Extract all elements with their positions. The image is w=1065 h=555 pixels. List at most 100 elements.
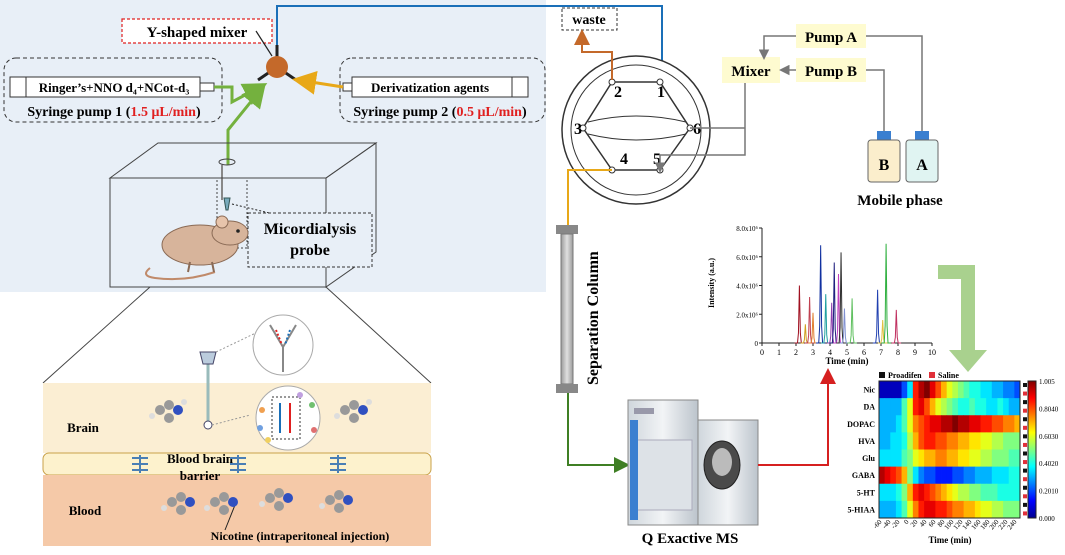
heatmap-x-tick-label: 60 — [927, 518, 938, 529]
heatmap-cell — [986, 500, 993, 519]
heatmap-cell — [980, 432, 987, 450]
mixer-label: Mixer — [731, 64, 770, 80]
blood-label: Blood — [69, 503, 102, 518]
heatmap-cell — [997, 381, 1004, 399]
brain-label: Brain — [67, 420, 100, 435]
heatmap-cell — [912, 500, 919, 519]
legend-swatch-proadifen — [879, 372, 885, 378]
heatmap-cell — [941, 500, 948, 519]
green-arrow-icon — [938, 265, 987, 372]
colorbar-tick-label: 0.4020 — [1039, 460, 1059, 468]
heatmap-cell — [974, 449, 981, 468]
heatmap-cell — [1014, 500, 1021, 519]
heatmap-cell — [884, 483, 891, 502]
flow-mixer-to-port5 — [654, 128, 746, 173]
heatmap-cell — [912, 381, 919, 399]
heatmap-group-marker — [1023, 451, 1027, 456]
heatmap-cell — [1014, 415, 1021, 433]
heatmap-cell — [969, 415, 976, 433]
heatmap-cell — [918, 381, 925, 399]
chrom-x-tick-label: 3 — [811, 348, 815, 357]
heatmap-cell — [1003, 415, 1010, 433]
heatmap-row-label: 5-HT — [857, 488, 876, 497]
heatmap-cell — [929, 466, 936, 485]
chrom-x-tick-label: 1 — [777, 348, 781, 357]
zoom-line-left — [42, 286, 151, 384]
syringe-1-content: Ringer’s+NNO d₄+NCot-d₃ — [39, 80, 190, 95]
heatmap-cell — [946, 449, 953, 468]
chrom-xlabel: Time (min) — [825, 356, 868, 366]
heatmap-cell — [952, 449, 959, 468]
heatmap-cell — [980, 398, 987, 416]
heatmap-cell — [1014, 432, 1021, 450]
heatmap-cell — [895, 483, 902, 502]
heatmap-x-tick-label: -20 — [889, 518, 901, 531]
colorbar-tick-label: 0.6030 — [1039, 433, 1059, 441]
heatmap-cell — [1008, 500, 1015, 519]
chrom-x-tick-label: 7 — [879, 348, 883, 357]
flow-probe-to-mixer — [226, 83, 266, 165]
heatmap-cell — [901, 500, 908, 519]
waste-box — [561, 7, 618, 31]
heatmap-cell — [890, 381, 897, 399]
heatmap-group-marker — [1023, 460, 1027, 465]
valve-port-3: 3 — [574, 121, 582, 138]
heatmap-cell — [986, 483, 993, 502]
heatmap-cell — [918, 483, 925, 502]
heatmap-cell — [941, 466, 948, 485]
heatmap-cell — [884, 500, 891, 519]
heatmap-cell — [941, 381, 948, 399]
heatmap-cell — [991, 432, 998, 450]
nicotine-pointer — [224, 504, 236, 531]
heatmap-x-tick-label: 0 — [902, 518, 911, 526]
heatmap-cell — [929, 500, 936, 519]
heatmap-cell — [991, 449, 998, 468]
heatmap-cell — [1003, 398, 1010, 416]
heatmap-cell — [935, 466, 942, 485]
heatmap-cell — [912, 466, 919, 485]
heatmap-cell — [935, 398, 942, 416]
heatmap-cell — [957, 466, 964, 485]
flow-ms-to-chart — [758, 368, 836, 466]
heatmap-cell — [879, 432, 886, 450]
heatmap-cell — [974, 500, 981, 519]
colorbar-tick-label: 1.005 — [1039, 378, 1055, 386]
flow-syringe2-to-mixer — [292, 70, 344, 95]
heatmap-cell — [890, 449, 897, 468]
heatmap-cell — [963, 500, 970, 519]
heatmap-group-marker — [1023, 383, 1027, 387]
heatmap-cell — [991, 381, 998, 399]
legend-proadifen: Proadifen — [888, 371, 922, 380]
chrom-y-tick-label: 8.0x10⁶ — [736, 225, 758, 233]
heatmap-cell — [935, 432, 942, 450]
heatmap-cell — [941, 432, 948, 450]
heatmap-cell — [952, 483, 959, 502]
heatmap-cell — [986, 381, 993, 399]
heatmap-cell — [895, 466, 902, 485]
heatmap-cell — [901, 432, 908, 450]
heatmap-cell — [963, 381, 970, 399]
heatmap-cell — [980, 500, 987, 519]
y-mixer-junction — [257, 45, 297, 82]
heatmap-cell — [963, 432, 970, 450]
heatmap-cell — [907, 381, 914, 399]
heatmap-cell — [895, 500, 902, 519]
zoom-line-right — [325, 286, 432, 384]
colorbar-tick-label: 0.8040 — [1039, 405, 1059, 413]
chrom-peak — [872, 289, 883, 344]
heatmap-cell — [952, 415, 959, 433]
heatmap-row-label: GABA — [852, 471, 875, 480]
heatmap-cell — [912, 398, 919, 416]
legend-swatch-saline — [929, 372, 935, 378]
valve-port-2: 2 — [614, 84, 622, 101]
mass-spectrometer-icon — [627, 399, 759, 526]
heatmap-cell — [912, 432, 919, 450]
heatmap-cell — [879, 466, 886, 485]
heatmap-cell — [1003, 483, 1010, 502]
heatmap-group-marker — [1023, 425, 1027, 430]
heatmap-cell — [986, 415, 993, 433]
heatmap-cell — [929, 449, 936, 468]
chrom-x-tick-label: 8 — [896, 348, 900, 357]
